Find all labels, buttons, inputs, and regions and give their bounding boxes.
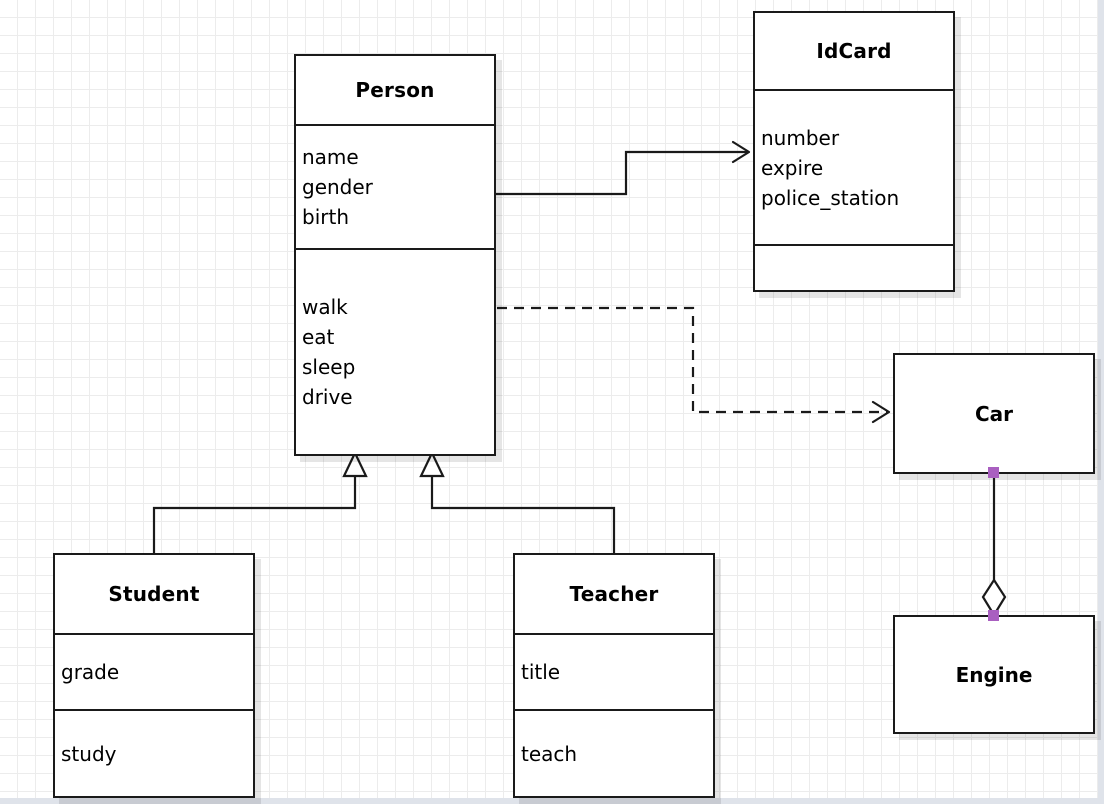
uml-class-person[interactable]: Person name gender birth walk eat sleep … bbox=[294, 54, 496, 456]
class-operations-teacher: teach bbox=[515, 709, 713, 796]
class-operations-idcard bbox=[755, 244, 953, 286]
uml-class-engine[interactable]: Engine bbox=[893, 615, 1095, 734]
class-name-engine: Engine bbox=[955, 662, 1033, 687]
selection-handle-aggregation-source[interactable] bbox=[988, 467, 999, 478]
operation-item: drive bbox=[302, 385, 353, 409]
operation-item: study bbox=[61, 741, 117, 766]
uml-class-student[interactable]: Student grade study bbox=[53, 553, 255, 798]
class-attributes-idcard: number expire police_station bbox=[755, 89, 953, 244]
class-attributes-teacher: title bbox=[515, 633, 713, 709]
operation-item: teach bbox=[521, 741, 578, 766]
class-attributes-student: grade bbox=[55, 633, 253, 709]
attribute-item: grade bbox=[61, 660, 120, 684]
open-arrowhead-icon bbox=[871, 400, 891, 424]
canvas-edge-right bbox=[1098, 0, 1104, 804]
attribute-item: gender bbox=[302, 175, 373, 199]
hollow-triangle-icon bbox=[342, 450, 368, 478]
class-name-idcard: IdCard bbox=[816, 39, 892, 63]
operation-item: eat bbox=[302, 325, 335, 349]
class-name-student: Student bbox=[108, 582, 200, 606]
class-name-teacher: Teacher bbox=[569, 582, 659, 606]
class-attributes-person: name gender birth bbox=[296, 124, 494, 248]
class-operations-student: study bbox=[55, 709, 253, 796]
uml-class-car[interactable]: Car bbox=[893, 353, 1095, 474]
operation-item: sleep bbox=[302, 355, 356, 379]
open-arrowhead-icon bbox=[731, 140, 751, 164]
attribute-item: number bbox=[761, 125, 840, 150]
relationship-generalization-teacher-person[interactable] bbox=[419, 450, 616, 553]
attribute-item: police_station bbox=[761, 185, 900, 210]
relationship-association-person-idcard[interactable] bbox=[496, 140, 751, 196]
attribute-item: expire bbox=[761, 155, 824, 180]
attribute-item: birth bbox=[302, 205, 349, 229]
hollow-triangle-icon bbox=[419, 450, 445, 478]
uml-class-teacher[interactable]: Teacher title teach bbox=[513, 553, 715, 798]
uml-class-idcard[interactable]: IdCard number expire police_station bbox=[753, 11, 955, 292]
relationship-generalization-student-person[interactable] bbox=[152, 450, 368, 553]
attribute-item: title bbox=[521, 660, 561, 684]
class-name-car: Car bbox=[974, 401, 1014, 426]
selection-handle-aggregation-target[interactable] bbox=[988, 610, 999, 621]
canvas-edge-bottom bbox=[0, 798, 1104, 804]
relationship-dependency-person-car[interactable] bbox=[497, 306, 891, 424]
operation-item: walk bbox=[302, 295, 348, 319]
class-name-person: Person bbox=[355, 78, 435, 102]
relationship-aggregation-car-engine[interactable] bbox=[981, 474, 1007, 618]
class-operations-person: walk eat sleep drive bbox=[296, 248, 494, 454]
attribute-item: name bbox=[302, 145, 359, 169]
